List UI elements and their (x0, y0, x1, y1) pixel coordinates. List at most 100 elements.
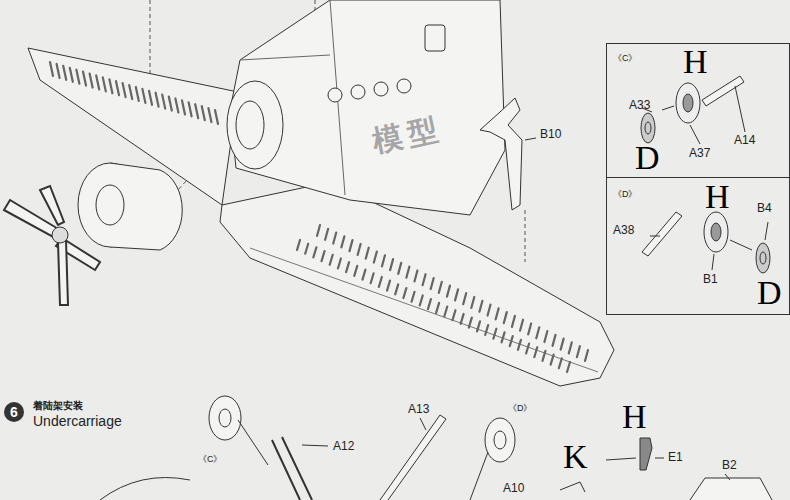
parts-inset-d: 《D》 H B4A38B1 D (606, 178, 790, 315)
wing-slot (528, 323, 531, 334)
part-number: B10 (540, 128, 561, 141)
part-number: B1 (703, 273, 718, 286)
wing-slot (447, 286, 450, 297)
wing-slot (156, 93, 159, 107)
wing-slot (325, 229, 328, 240)
wing-slot (63, 66, 66, 80)
wing-slot (362, 270, 365, 280)
wing-slot (313, 247, 316, 257)
wing-slot (463, 293, 466, 304)
part-number: B4 (757, 202, 772, 215)
wing-slot (390, 259, 393, 270)
step-number: 6 (10, 405, 18, 419)
wing-slot (439, 282, 442, 293)
wing-slot (371, 273, 374, 283)
wing-slot (406, 267, 409, 278)
wing-slot (461, 314, 464, 324)
group-mark: 《C》 (198, 455, 223, 465)
part-number: 《D》 (613, 190, 638, 200)
wing-slot (333, 233, 336, 244)
wing-slot (96, 75, 99, 89)
wing-slot (338, 258, 341, 268)
wing-slot (398, 263, 401, 274)
wing-slot (341, 236, 344, 247)
wing-slot (346, 262, 349, 272)
part-number: B2 (722, 459, 737, 472)
wing-slot (195, 104, 198, 118)
wing-slot (297, 240, 300, 250)
wing-slot (577, 346, 580, 357)
wing-slot (169, 97, 172, 111)
wing-slot (423, 274, 426, 285)
wing-slot (504, 312, 507, 323)
wing-slot (436, 303, 439, 313)
step-heading: Undercarriage (33, 414, 122, 429)
group-mark: 《D》 (508, 404, 533, 414)
wing-slot (109, 79, 112, 93)
part-number: 《C》 (613, 54, 638, 64)
wing-slot (428, 299, 431, 309)
wing-slot (542, 351, 545, 361)
part-number: A12 (333, 440, 354, 453)
wing-slot (534, 347, 537, 357)
wing-slot (477, 321, 480, 331)
callout-letter: D (635, 141, 660, 175)
wing-slot (215, 110, 218, 124)
callout-letter: H (705, 180, 730, 214)
wing-slot (585, 350, 588, 361)
wing-slot (520, 320, 523, 331)
part-number: A38 (613, 224, 634, 237)
callout-letter: H (622, 400, 647, 434)
wing-slot (358, 244, 361, 255)
wing-slot (349, 240, 352, 251)
part-number: E1 (668, 451, 683, 464)
part-number: A14 (734, 134, 755, 147)
wing-slot (420, 295, 423, 305)
wing-slot (123, 83, 126, 97)
wing-slot (536, 327, 539, 338)
wing-slot (488, 305, 491, 316)
callout-letter: D (757, 276, 782, 310)
callout-letter: K (563, 440, 588, 474)
wing-slot (512, 316, 515, 327)
wing-slot (330, 255, 333, 265)
wing-slot (452, 310, 455, 320)
wing-slot (149, 91, 152, 105)
wing-slot (76, 70, 79, 84)
wing-slot (50, 62, 53, 76)
wing-slot (129, 85, 132, 99)
wing-slot (322, 251, 325, 261)
wing-slot (561, 339, 564, 350)
wing-slot (366, 248, 369, 259)
wing-slot (70, 68, 73, 82)
wing-slot (569, 342, 572, 353)
wing-slot (553, 335, 556, 346)
wing-slot (496, 308, 499, 319)
wing-slot (202, 106, 205, 120)
part-number: A33 (629, 99, 650, 112)
part-number: A13 (408, 403, 429, 416)
wing-slot (518, 340, 521, 350)
step-heading-cn: 着陆架安装 (33, 400, 83, 411)
wing-slot (479, 301, 482, 312)
wing-slot (544, 331, 547, 342)
wing-slot (414, 270, 417, 281)
callout-letter: H (683, 45, 708, 79)
wing-slot (57, 64, 60, 78)
step-number-circle: 6 (4, 402, 24, 422)
wing-slot (502, 332, 505, 342)
wing-slot (382, 255, 385, 266)
wing-slot (83, 72, 86, 86)
part-number: A10 (503, 482, 524, 495)
wing-slot (444, 307, 447, 317)
wing-slot (142, 89, 145, 103)
wing-slot (189, 102, 192, 116)
wing-slot (379, 277, 382, 287)
wing-slot (510, 336, 513, 346)
wing-slot (559, 358, 562, 368)
wing-slot (412, 292, 415, 302)
wing-slot (395, 284, 398, 294)
wing-slot (374, 252, 377, 263)
wing-slot (403, 288, 406, 298)
wing-slot (493, 329, 496, 339)
